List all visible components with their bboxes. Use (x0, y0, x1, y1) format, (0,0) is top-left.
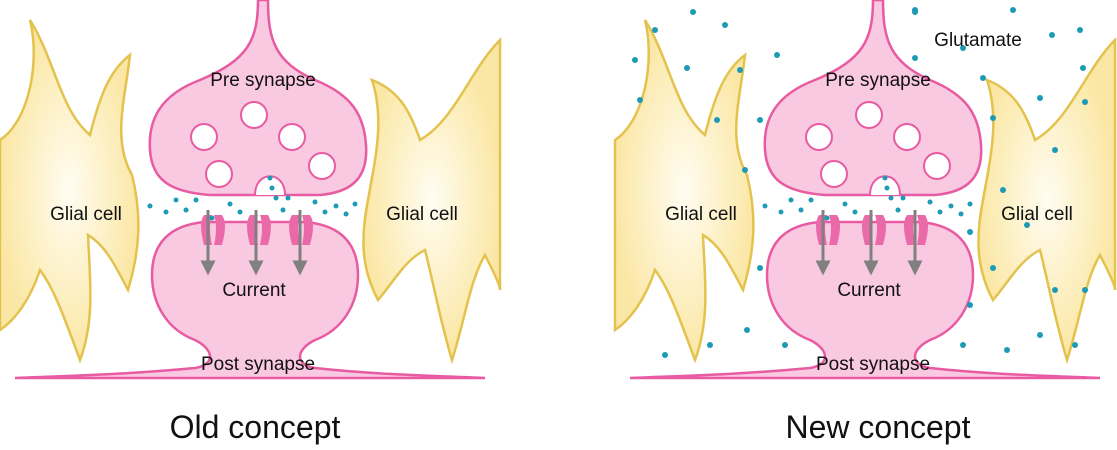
glutamate-particles-old (147, 175, 358, 221)
synaptic-vesicles (805, 101, 951, 188)
postsynaptic-terminal (14, 220, 486, 380)
synaptic-vesicles (190, 101, 336, 188)
glutamate-particles-cleft (762, 175, 973, 221)
glial-cell-right-label: Glial cell (1001, 204, 1073, 225)
old-concept-panel: Pre synapse Glial cell Glial cell Curren… (0, 0, 502, 445)
pre-synapse-label: Pre synapse (825, 70, 931, 91)
glial-cell-left (613, 19, 755, 364)
post-synapse-label: Post synapse (201, 354, 315, 375)
glial-cell-left-label: Glial cell (665, 204, 737, 225)
glutamate-label: Glutamate (934, 30, 1022, 51)
pre-synapse-label: Pre synapse (210, 70, 316, 91)
postsynaptic-terminal (629, 220, 1101, 380)
glutamate-particles-ambient (632, 7, 1088, 358)
current-label: Current (837, 280, 901, 301)
glial-cell-right (362, 36, 502, 365)
new-concept-panel: Glutamate Pre synapse Glial cell Glial c… (613, 0, 1117, 445)
post-synapse-label: Post synapse (816, 354, 930, 375)
glial-cell-left-label: Glial cell (50, 204, 122, 225)
glial-cell-right (977, 36, 1117, 365)
new-concept-caption: New concept (786, 409, 971, 445)
glial-cell-left (0, 19, 140, 364)
old-concept-caption: Old concept (170, 409, 341, 445)
current-arrows (815, 210, 923, 276)
current-label: Current (222, 280, 286, 301)
current-arrows (200, 210, 308, 276)
glial-cell-right-label: Glial cell (386, 204, 458, 225)
